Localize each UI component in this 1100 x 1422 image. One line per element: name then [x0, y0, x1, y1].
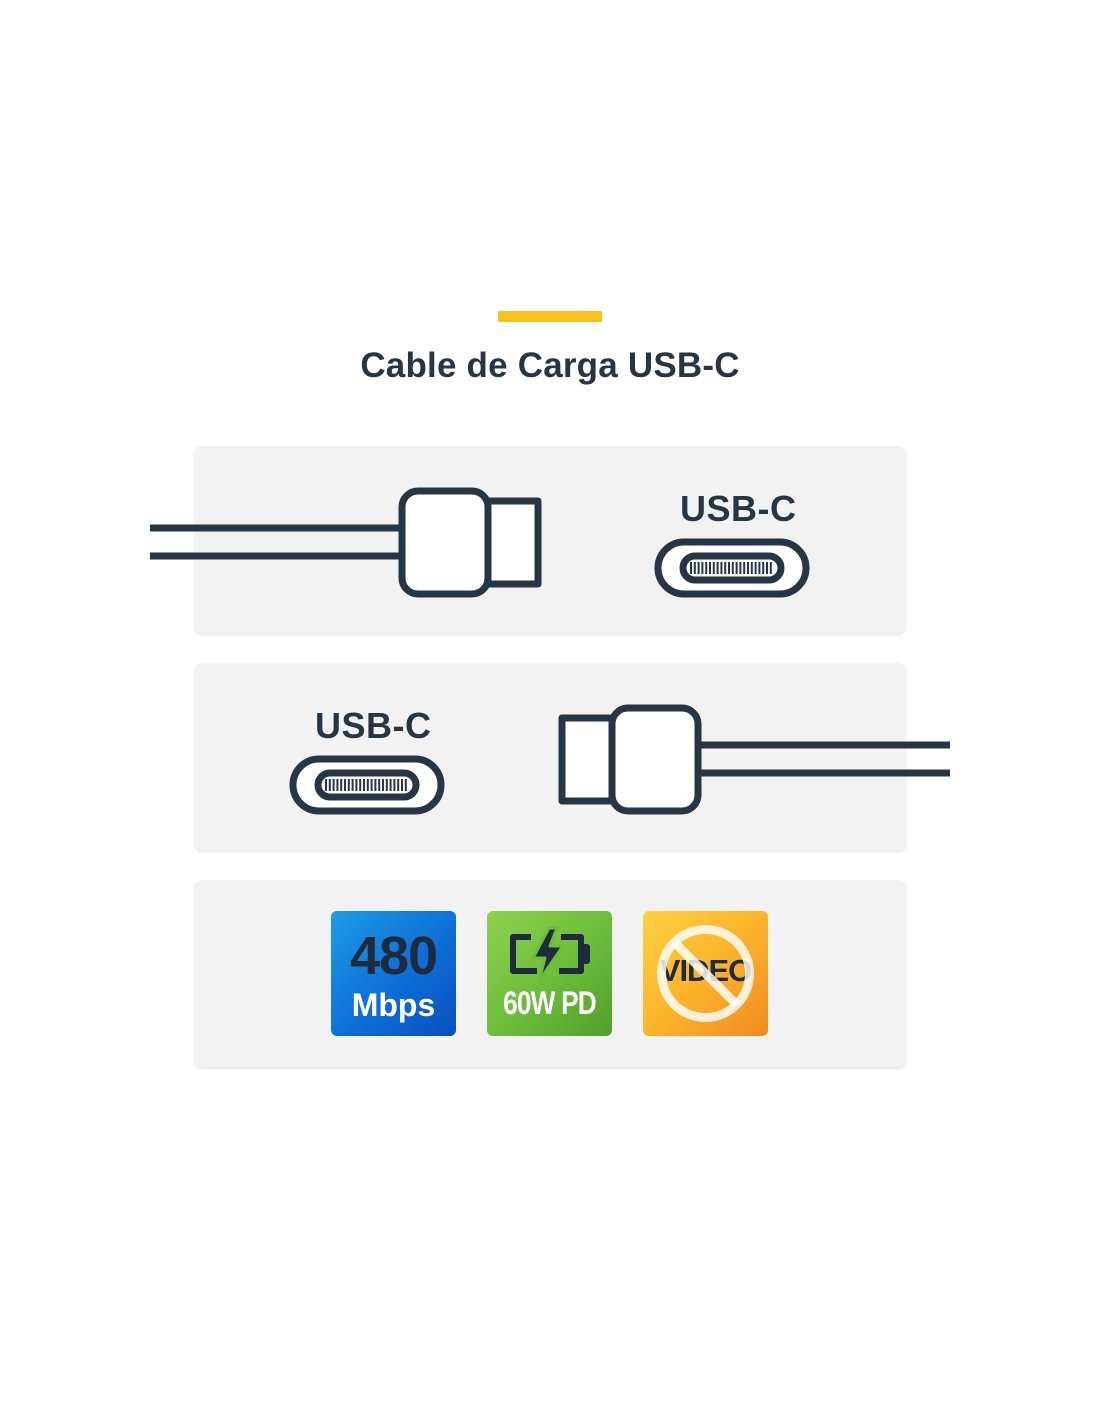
speed-value: 480 — [349, 926, 438, 986]
battery-bolt-icon — [510, 926, 590, 981]
speed-badge: 480 Mbps — [331, 911, 456, 1036]
cable-left-icon — [150, 487, 542, 598]
page-title: Cable de Carga USB-C — [360, 346, 740, 385]
port-label: USB-C — [680, 488, 797, 529]
cable-right-icon — [558, 704, 950, 815]
power-delivery-badge: 60W PD — [487, 911, 612, 1036]
no-video-icon — [657, 925, 754, 1022]
power-label: 60W PD — [503, 985, 597, 1021]
speed-unit: Mbps — [351, 987, 436, 1023]
port-label: USB-C — [315, 705, 432, 746]
title-accent-bar — [498, 311, 602, 322]
no-video-badge: VIDEO — [643, 911, 768, 1036]
